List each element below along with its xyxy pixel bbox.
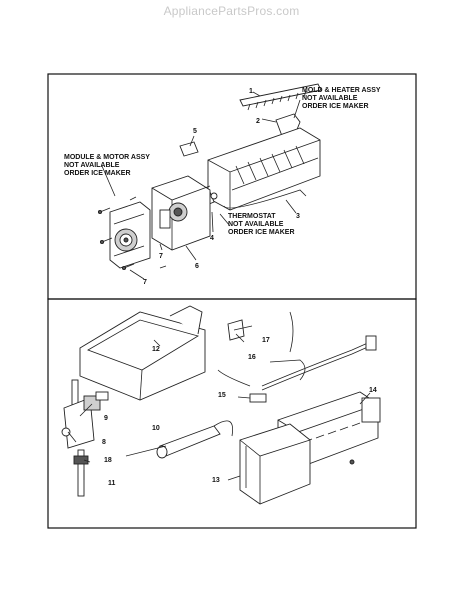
svg-text:MODULE & MOTOR ASSY: MODULE & MOTOR ASSY	[64, 154, 150, 161]
svg-text:NOT AVAILABLE: NOT AVAILABLE	[228, 221, 284, 228]
callout-bot-8: 8	[102, 439, 106, 446]
wire-harness	[249, 335, 377, 403]
callout-bot-16: 16	[248, 354, 256, 361]
callout-bot-12: 12	[152, 346, 160, 353]
lower-panel-frame	[47, 298, 417, 529]
ice-mold	[207, 127, 321, 211]
svg-text:ORDER ICE MAKER: ORDER ICE MAKER	[64, 170, 131, 177]
motor-module	[109, 201, 151, 269]
ice-bin	[79, 305, 206, 401]
callout-top-4: 4	[210, 235, 214, 242]
bin-curve	[289, 311, 294, 353]
callout-bot-10: 10	[152, 425, 160, 432]
watermark: AppliancePartsPros.com	[163, 4, 300, 18]
svg-text:ORDER ICE MAKER: ORDER ICE MAKER	[228, 229, 295, 236]
note-mold-heater: MOLD & HEATER ASSY NOT AVAILABLE ORDER I…	[302, 87, 381, 110]
svg-text:THERMOSTAT: THERMOSTAT	[228, 213, 276, 220]
module-housing	[151, 175, 211, 251]
ejector-blade	[239, 83, 322, 111]
fill-tube	[156, 420, 233, 459]
note-module-motor: MODULE & MOTOR ASSY NOT AVAILABLE ORDER …	[64, 154, 150, 177]
callout-top-7a: 7	[159, 253, 163, 260]
svg-text:NOT AVAILABLE: NOT AVAILABLE	[64, 162, 120, 169]
module-cover	[239, 423, 311, 505]
shield-edge	[217, 369, 251, 387]
callout-top-1: 1	[249, 88, 253, 95]
callout-top-5: 5	[193, 128, 197, 135]
callout-top-2: 2	[256, 118, 260, 125]
callout-bot-11: 11	[108, 480, 116, 487]
svg-text:ORDER ICE MAKER: ORDER ICE MAKER	[302, 103, 369, 110]
callout-bot-18: 18	[104, 457, 112, 464]
heater-element	[223, 189, 307, 209]
callout-top-3: 3	[296, 213, 300, 220]
callout-top-7b: 7	[143, 279, 147, 286]
note-thermostat: THERMOSTAT NOT AVAILABLE ORDER ICE MAKER	[228, 213, 295, 236]
callout-bot-13: 13	[212, 477, 220, 484]
screws	[97, 196, 167, 271]
callout-bot-9: 9	[104, 415, 108, 422]
cover	[179, 141, 199, 157]
callout-top-6: 6	[195, 263, 199, 270]
callout-bot-17: 17	[262, 337, 270, 344]
bracket-17	[227, 319, 245, 341]
callout-bot-15: 15	[218, 392, 226, 399]
svg-text:NOT AVAILABLE: NOT AVAILABLE	[302, 95, 358, 102]
fill-valve-assembly	[61, 379, 109, 497]
svg-text:MOLD & HEATER ASSY: MOLD & HEATER ASSY	[302, 87, 381, 94]
callout-bot-14: 14	[369, 387, 377, 394]
